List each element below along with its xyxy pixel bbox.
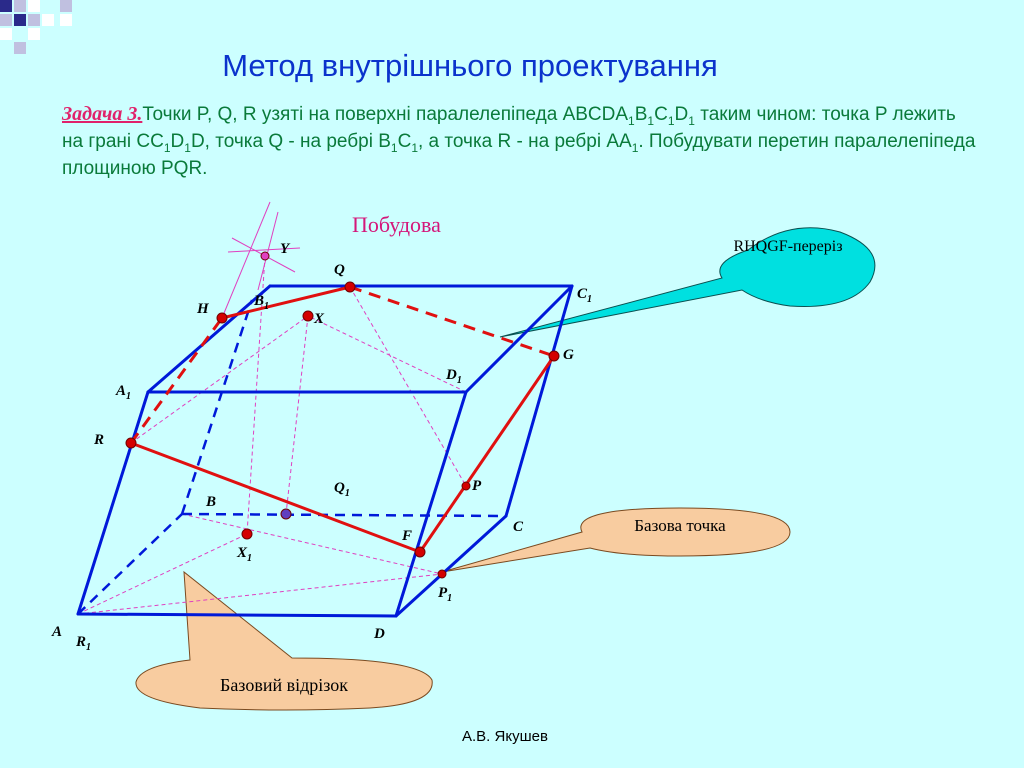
point-Q1	[280, 508, 292, 520]
edge-b-b1	[180, 299, 254, 515]
section-callout: RHQGF-переріз	[733, 238, 843, 255]
construction-title: Побудова	[352, 212, 441, 237]
base-point-callout-shape	[441, 507, 791, 573]
task-label: Задача 3.	[62, 103, 143, 125]
point-F	[414, 546, 426, 558]
point-P	[461, 481, 471, 491]
aux-line-r-x	[130, 315, 309, 444]
section-q-g	[349, 285, 555, 358]
label-G: G	[563, 347, 574, 363]
label-P: P	[472, 478, 482, 494]
edge-a1-b1	[146, 284, 272, 394]
aux-line-q-p	[349, 286, 467, 487]
label-D: D	[373, 626, 385, 642]
section-f-g	[418, 355, 556, 553]
section-callout-shape	[499, 227, 876, 338]
aux-line-x1-p1	[181, 513, 443, 575]
label-B1: B1	[253, 293, 269, 312]
section-polygon	[129, 285, 556, 554]
point-G	[548, 350, 560, 362]
edge-a-b	[77, 513, 183, 615]
author: А.В. Якушев	[462, 728, 548, 745]
label-P1: P1	[438, 585, 452, 604]
hidden-edges	[77, 299, 507, 615]
point-Y	[260, 251, 270, 261]
label-A1: A1	[115, 383, 131, 402]
base-segment-callout-shape	[135, 570, 433, 711]
edge-a-a1	[76, 390, 150, 616]
base-segment-callout: Базовий відрізок	[219, 675, 348, 695]
point-Q	[344, 281, 356, 293]
aux-line-r1-x1	[77, 533, 248, 615]
task-statement: Задача 3.Точки P, Q, R узяті на поверхні…	[62, 101, 982, 182]
edge-b-c	[181, 512, 507, 518]
label-C1: C1	[577, 286, 592, 305]
edge-a-d	[76, 612, 398, 618]
corner-decoration	[0, 0, 72, 54]
point-X1	[241, 528, 253, 540]
aux-line-r1-p1	[77, 573, 443, 615]
label-F: F	[401, 528, 412, 544]
edge-c1-d1	[464, 284, 574, 394]
aux-line-y1	[221, 201, 271, 319]
label-Q1: Q1	[334, 480, 350, 499]
aux-line-y4	[227, 247, 301, 253]
label-R: R	[93, 432, 104, 448]
construction-lines	[77, 201, 467, 615]
slide-title: Метод внутрішнього проектування	[222, 48, 718, 83]
label-B: B	[205, 494, 216, 510]
label-Q: Q	[334, 262, 345, 278]
point-H	[216, 312, 228, 324]
label-A: A	[51, 624, 62, 640]
points	[125, 251, 560, 579]
edge-c-c1	[504, 284, 574, 518]
label-X1: X1	[236, 545, 252, 564]
label-Y: Y	[280, 241, 291, 257]
aux-line-q-q1	[285, 315, 309, 515]
task-text: Точки P, Q, R узяті на поверхні паралеле…	[62, 104, 976, 179]
label-X: X	[313, 311, 325, 327]
edge-d-c	[394, 514, 508, 618]
label-H: H	[196, 301, 210, 317]
label-R1: R1	[75, 634, 91, 653]
section-r-h	[129, 317, 224, 444]
point-X	[302, 310, 314, 322]
aux-line-d1-x	[307, 315, 467, 393]
aux-line-y2	[257, 211, 279, 291]
edge-d-d1	[394, 390, 468, 618]
section-r-f	[130, 441, 421, 554]
section-h-q	[221, 285, 351, 320]
point-P1	[437, 569, 447, 579]
visible-edges	[76, 284, 574, 618]
point-R	[125, 437, 137, 449]
label-C: C	[513, 519, 524, 535]
label-D1: D1	[445, 367, 462, 386]
base-point-callout: Базова точка	[634, 516, 726, 535]
